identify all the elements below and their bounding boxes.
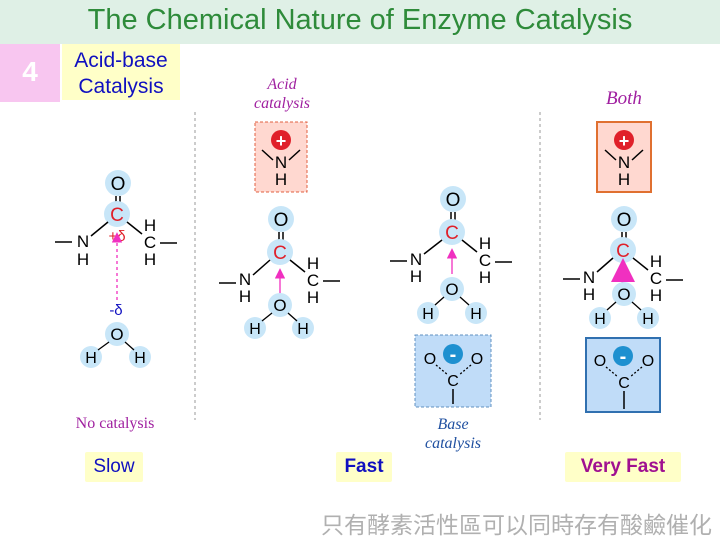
atom-h: H (144, 250, 156, 269)
page-title: The Chemical Nature of Enzyme Catalysis (87, 4, 633, 36)
bottom-caption: 只有酵素活性區可以同時存有酸鹼催化 (321, 513, 712, 539)
partial-positive: +δ (108, 228, 125, 245)
atom-o: O (445, 280, 458, 299)
atom-h: H (144, 216, 156, 235)
atom-h: H (307, 288, 319, 307)
acid-catalysis-label-2: catalysis (254, 95, 310, 112)
both-catalysis-molecule: Both + N H O C N H H C H O H H - O (563, 88, 683, 413)
atom-o: O (111, 174, 126, 195)
atom-c: C (479, 251, 491, 270)
atom-c: C (618, 375, 630, 392)
atom-n: N (618, 153, 630, 172)
atom-h: H (249, 321, 261, 338)
speed-slow: Slow (93, 456, 135, 477)
atom-n: N (239, 270, 251, 289)
atom-h: H (275, 170, 287, 189)
atom-n: N (77, 232, 89, 251)
atom-o: O (617, 210, 632, 231)
atom-n: N (410, 250, 422, 269)
atom-o: O (594, 353, 606, 370)
atom-h: H (479, 268, 491, 287)
atom-h: H (134, 350, 146, 367)
atom-o: O (273, 296, 286, 315)
atom-h: H (85, 350, 97, 367)
atom-n: N (275, 153, 287, 172)
atom-h: H (618, 170, 630, 189)
section-title-box (62, 44, 180, 100)
very-fast-box (565, 452, 681, 482)
negative-charge: - (450, 344, 457, 366)
positive-charge: + (276, 131, 287, 151)
speed-fast: Fast (344, 456, 384, 477)
atom-o: O (446, 190, 461, 211)
atom-h: H (239, 287, 251, 306)
atom-h: H (307, 254, 319, 273)
atom-n: N (583, 268, 595, 287)
section-number-box (0, 44, 60, 102)
acid-catalysis-molecule: Acid catalysis + N H O C N H H C H O H H (219, 76, 340, 339)
atom-c: C (445, 223, 459, 244)
atom-o: O (642, 353, 654, 370)
atom-c: C (144, 233, 156, 252)
atom-h: H (642, 311, 654, 328)
atom-h: H (479, 234, 491, 253)
positive-charge: + (619, 131, 630, 151)
atom-o: O (471, 351, 483, 368)
fast-box (336, 452, 392, 482)
base-catalysis-label-1: Base (437, 416, 468, 433)
slow-box (85, 452, 143, 482)
both-label: Both (606, 88, 642, 109)
atom-o: O (617, 285, 630, 304)
atom-h: H (410, 267, 422, 286)
atom-o: O (424, 351, 436, 368)
atom-c: C (616, 241, 630, 262)
atom-h: H (594, 311, 606, 328)
atom-c: C (650, 269, 662, 288)
title-bar (0, 0, 720, 44)
section-title-line2: Catalysis (78, 75, 164, 98)
negative-charge: - (620, 346, 627, 368)
no-catalysis-label: No catalysis (76, 415, 155, 432)
partial-negative: -δ (109, 302, 122, 319)
atom-c: C (307, 271, 319, 290)
atom-h: H (650, 252, 662, 271)
atom-o: O (110, 325, 123, 344)
atom-h: H (583, 285, 595, 304)
section-number: 4 (22, 56, 38, 87)
atom-c: C (273, 243, 287, 264)
speed-very-fast: Very Fast (580, 456, 666, 477)
section-title-line1: Acid-base (74, 49, 168, 72)
atom-c: C (110, 205, 124, 226)
atom-h: H (422, 306, 434, 323)
no-catalysis-molecule: O C +δ N H H C H -δ O H H (55, 170, 177, 368)
atom-c: C (447, 373, 459, 390)
atom-h: H (650, 286, 662, 305)
section-title: Acid-base Catalysis (62, 48, 180, 100)
atom-h: H (77, 250, 89, 269)
atom-h: H (470, 306, 482, 323)
base-catalysis-label-2: catalysis (425, 435, 481, 452)
base-catalysis-molecule: O C N H H C H O H H - O O C Base catalys… (390, 186, 512, 452)
atom-o: O (274, 210, 289, 231)
acid-catalysis-label-1: Acid (266, 76, 297, 93)
atom-h: H (297, 321, 309, 338)
